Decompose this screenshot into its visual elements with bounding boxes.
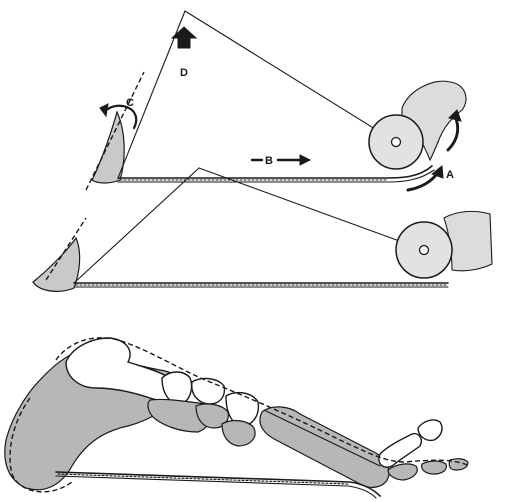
diagram-top-windlass-engaged: A B C D — [86, 11, 466, 190]
plantar-fascia-top — [118, 166, 432, 178]
plantar-fascia-bottom — [56, 472, 380, 496]
distal-phalanx — [418, 420, 442, 440]
first-metatarsal — [260, 407, 389, 487]
truss-line-heel-apex-middle — [74, 168, 199, 283]
cuneiform-1 — [192, 379, 225, 404]
arrow-d-arch-raise — [172, 27, 196, 48]
plantar-fascia-bottom-texture — [58, 474, 348, 484]
arrow-b-tension — [252, 155, 310, 165]
label-a: A — [446, 169, 454, 181]
truss-line-apex-pulley-middle — [199, 168, 424, 250]
cuneiform-grey-2 — [222, 421, 255, 446]
label-b: B — [265, 155, 273, 167]
pulley-axle-middle — [420, 246, 429, 255]
truss-line-apex-pulley — [185, 11, 396, 142]
pulley-axle-top — [392, 138, 401, 147]
label-c: C — [126, 97, 134, 109]
diagram-bottom-foot-skeleton — [5, 338, 470, 498]
label-d: D — [180, 67, 188, 79]
